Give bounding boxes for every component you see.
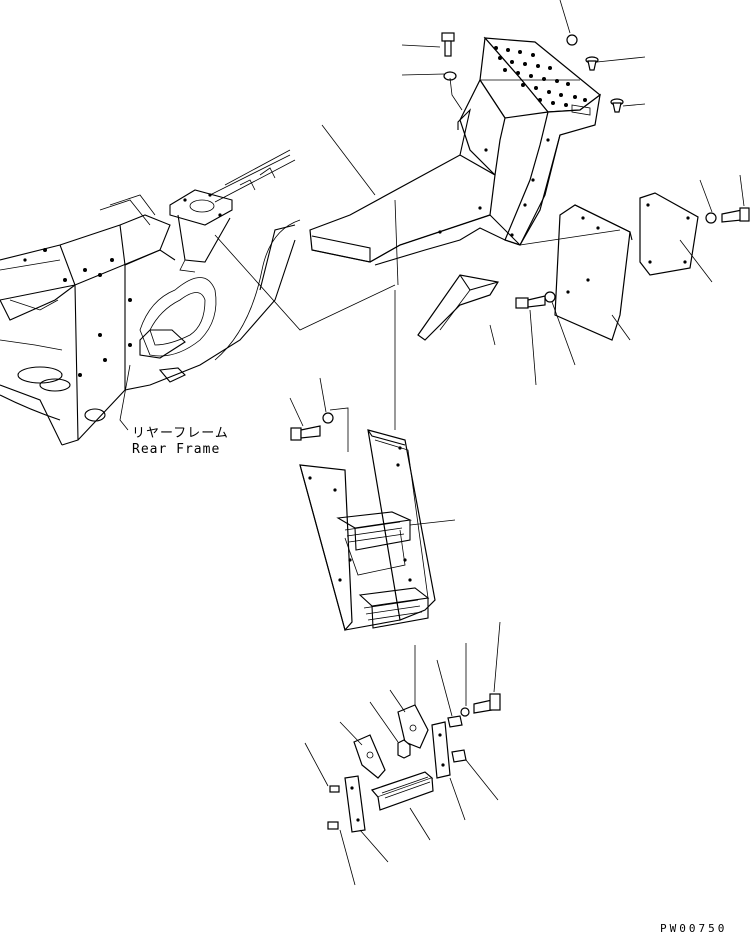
washer-icon	[322, 412, 334, 424]
side-hardware	[515, 207, 750, 309]
rear-frame-label-en: Rear Frame	[132, 442, 220, 457]
nut-icon	[397, 739, 411, 759]
top-hardware	[441, 32, 624, 113]
upper-step-platform	[309, 36, 601, 266]
washer-icon	[460, 707, 470, 717]
leader-lines-upper	[321, 0, 745, 430]
cap-icon	[566, 34, 578, 46]
small-plate	[639, 192, 699, 276]
step-bracket	[417, 274, 499, 341]
bolt-icon	[473, 693, 501, 714]
bolt-icon	[515, 295, 546, 309]
plug-icon	[585, 56, 599, 71]
bolt-icon	[441, 32, 455, 57]
lower-step-parts	[327, 645, 501, 833]
rear-frame	[0, 149, 296, 446]
bolt-icon	[290, 425, 321, 441]
washer-icon	[705, 212, 717, 224]
side-panel	[554, 204, 633, 341]
washer-icon	[544, 291, 556, 303]
leader-lines-lower	[304, 621, 501, 886]
ladder	[299, 429, 436, 632]
drawing-code: PW00750	[660, 922, 727, 935]
plug-icon	[610, 98, 624, 113]
bolt-icon	[721, 207, 750, 223]
ladder-hardware	[289, 377, 456, 526]
rear-frame-label-jp: リヤーフレーム	[132, 426, 229, 441]
connector-curve	[214, 219, 396, 361]
